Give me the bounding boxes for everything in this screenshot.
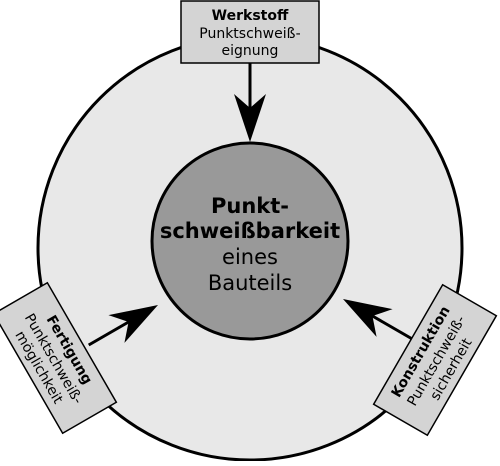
box-werkstoff: Werkstoff Punktschweiß- eignung bbox=[180, 0, 320, 64]
center-line-4: Bauteils bbox=[208, 271, 292, 295]
arrow-top bbox=[234, 62, 266, 142]
center-label: Punkt- schweißbarkeit eines Bauteils bbox=[160, 194, 340, 295]
inner-circle bbox=[150, 141, 350, 341]
werkstoff-line-1: Punktschweiß- bbox=[199, 26, 301, 42]
werkstoff-line-2: eignung bbox=[222, 43, 279, 59]
center-line-1: Punkt- bbox=[211, 194, 289, 218]
center-line-2: schweißbarkeit bbox=[160, 219, 340, 243]
werkstoff-title: Werkstoff bbox=[212, 8, 289, 24]
arrow-left bbox=[87, 305, 158, 347]
center-line-3: eines bbox=[222, 245, 278, 269]
box-fertigung: Fertigung Punktschweiß- möglichkeit bbox=[0, 281, 118, 435]
arrow-right bbox=[343, 299, 414, 341]
